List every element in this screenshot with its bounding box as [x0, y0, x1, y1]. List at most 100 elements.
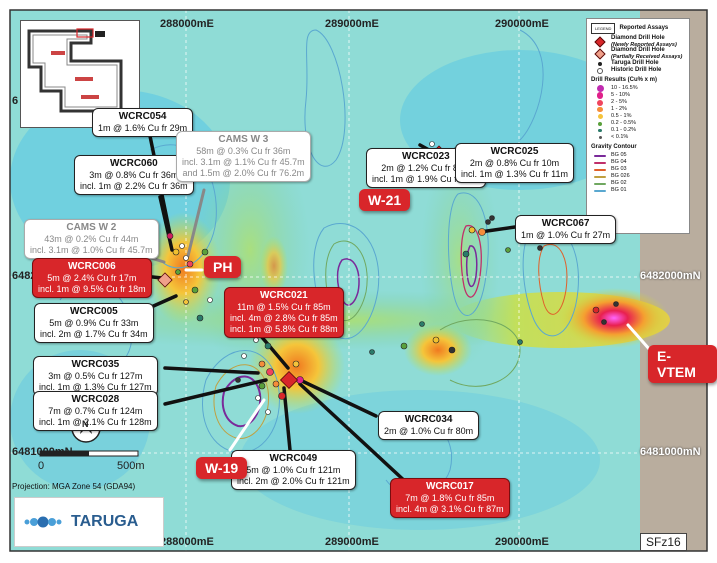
- logo-wordmark: TARUGA: [71, 513, 139, 530]
- callout-wcrc049: WCRC049 5m @ 1.0% Cu fr 121m incl. 2m @ …: [231, 450, 356, 490]
- target-tag-evtem: E-VTEM: [648, 345, 717, 383]
- legend-result-row: 5 - 10%: [593, 92, 689, 99]
- callout-line: incl. 1m @ 1.3% Cu fr 127m: [39, 382, 152, 392]
- legend-result-label: 1 - 2%: [611, 106, 627, 112]
- legend-taruga-hole: Taruga Drill Hole: [611, 60, 659, 66]
- callout-line: 7m @ 0.7% Cu fr 124m: [48, 406, 143, 416]
- scale-bar-icon: [39, 450, 139, 457]
- result-dot-icon: [596, 85, 604, 92]
- callout-line: incl. 3.1m @ 1.0% Cu fr 45.7m: [30, 245, 153, 255]
- callout-line: incl. 3.1m @ 1.1% Cu fr 45.7m: [182, 157, 305, 167]
- result-dot-icon: [598, 121, 602, 126]
- callout-title: WCRC023: [401, 151, 450, 162]
- callout-line: incl. 1m @ 1.3% Cu fr 11m: [461, 169, 569, 179]
- logo-dots-icon: [24, 516, 62, 528]
- callout-wcrc028: WCRC028 7m @ 0.7% Cu fr 124m incl. 1m @ …: [33, 391, 158, 431]
- legend-result-row: 0.5 - 1%: [593, 113, 689, 120]
- scale-max: 500m: [117, 460, 145, 472]
- callout-line: incl. 2m @ 2.0% Cu fr 121m: [237, 476, 350, 486]
- callout-title: WCRC028: [71, 394, 120, 405]
- legend-gravity-row: BG 05: [593, 152, 689, 159]
- inset-outline-icon: [21, 21, 139, 127]
- legend-box-title: LEGEND: [591, 23, 616, 34]
- callout-line: incl. 2m @ 1.7% Cu fr 34m: [40, 329, 148, 339]
- callout-line: 2m @ 0.8% Cu fr 10m: [469, 158, 560, 168]
- callout-title: WCRC034: [404, 414, 453, 425]
- projection-note: Projection: MGA Zone 54 (GDA94): [12, 482, 136, 491]
- grid-label-left-6481: 6481000mN: [12, 446, 73, 458]
- callout-cams-w3: CAMS W 3 58m @ 0.3% Cu fr 36m incl. 3.1m…: [176, 131, 311, 182]
- north-label: N: [82, 419, 89, 429]
- callout-title: WCRC054: [118, 111, 167, 122]
- legend-result-label: 2 - 5%: [611, 99, 627, 105]
- grid-label-top-289: 289000mE: [325, 18, 379, 30]
- callout-line: 1m @ 1.6% Cu fr 29m: [98, 123, 188, 133]
- target-tag-ph: PH: [204, 256, 242, 278]
- grid-label-right-6482: 6482000mN: [640, 270, 701, 282]
- legend-gravity-title: Gravity Contour: [591, 144, 637, 150]
- callout-title: WCRC006: [67, 261, 116, 272]
- result-dot-icon: [596, 92, 604, 99]
- legend-gravity-row: BG 026: [593, 173, 689, 180]
- result-dot-icon: [597, 106, 603, 113]
- legend-diamond-partial: Diamond Drill Hole: [611, 47, 665, 53]
- contour-line-icon: [594, 189, 606, 192]
- contour-line-icon: [594, 154, 606, 157]
- legend-gravity-label: BG 03: [611, 166, 627, 172]
- grid-label-top-288: 288000mE: [160, 18, 214, 30]
- callout-title: CAMS W 3: [218, 134, 269, 145]
- callout-cams-w2: CAMS W 2 43m @ 0.2% Cu fr 44m incl. 3.1m…: [24, 219, 159, 259]
- callout-line: 5m @ 0.9% Cu fr 33m: [49, 318, 139, 328]
- legend-results-title: Drill Results (Cu% x m): [591, 77, 658, 83]
- diamond-new-icon: [594, 36, 606, 48]
- callout-title: WCRC060: [109, 158, 158, 169]
- callout-line: 43m @ 0.2% Cu fr 44m: [44, 234, 139, 244]
- legend-result-label: < 0.1%: [611, 134, 629, 140]
- result-dot-icon: [598, 128, 602, 133]
- callout-title: WCRC049: [269, 453, 318, 464]
- contour-line-icon: [594, 161, 606, 164]
- target-tag-w19: W-19: [196, 457, 248, 479]
- callout-title: WCRC021: [259, 290, 308, 301]
- callout-wcrc021: WCRC021 11m @ 1.5% Cu fr 85m incl. 4m @ …: [224, 287, 344, 338]
- callout-wcrc006: WCRC006 5m @ 2.4% Cu fr 17m incl. 1m @ 9…: [32, 258, 152, 298]
- callout-title: WCRC025: [490, 146, 539, 157]
- legend-result-label: 5 - 10%: [611, 92, 630, 98]
- callout-wcrc067: WCRC067 1m @ 1.0% Cu fr 27m: [515, 215, 617, 244]
- diamond-partial-icon: [594, 48, 606, 60]
- callout-line: incl. 1m @ 5.8% Cu fr 88m: [230, 324, 338, 334]
- callout-line: incl. 1m @ 9.5% Cu fr 18m: [38, 284, 146, 294]
- grid-label-bottom-289: 289000mE: [325, 536, 379, 548]
- legend-result-row: 0.1 - 0.2%: [593, 127, 689, 134]
- callout-wcrc035: WCRC035 3m @ 0.5% Cu fr 127m incl. 1m @ …: [33, 356, 158, 396]
- legend-result-row: 10 - 16.5%: [593, 85, 689, 92]
- contour-line-icon: [594, 168, 606, 171]
- callout-title: CAMS W 2: [66, 222, 117, 233]
- result-dot-icon: [597, 114, 603, 119]
- callout-title: WCRC035: [71, 359, 120, 370]
- sheet-code: SFz16: [640, 533, 687, 551]
- company-logo: TARUGA: [14, 497, 164, 547]
- legend-result-row: < 0.1%: [593, 134, 689, 141]
- legend-result-row: 1 - 2%: [593, 106, 689, 113]
- legend-diamond-new-sub: (Newly Reported Assays): [611, 42, 677, 48]
- callout-line: 7m @ 1.8% Cu fr 85m: [405, 493, 495, 503]
- callout-title: WCRC005: [69, 306, 118, 317]
- legend-diamond-partial-sub: (Partially Received Assays): [611, 54, 683, 60]
- callout-line: 3m @ 0.5% Cu fr 127m: [48, 371, 143, 381]
- callout-line: 3m @ 0.8% Cu fr 36m: [89, 170, 179, 180]
- callout-line: incl. 4m @ 2.8% Cu fr 85m: [230, 313, 338, 323]
- legend-gravity-row: BG 02: [593, 180, 689, 187]
- callout-wcrc060: WCRC060 3m @ 0.8% Cu fr 36m incl. 1m @ 2…: [74, 155, 194, 195]
- callout-wcrc017: WCRC017 7m @ 1.8% Cu fr 85m incl. 4m @ 3…: [390, 478, 510, 518]
- legend-result-label: 0.2 - 0.5%: [611, 120, 637, 126]
- callout-wcrc025: WCRC025 2m @ 0.8% Cu fr 10m incl. 1m @ 1…: [455, 143, 575, 183]
- historic-hole-icon: [597, 67, 603, 74]
- contour-line-icon: [594, 175, 606, 178]
- result-dot-icon: [597, 99, 603, 106]
- callout-line: 11m @ 1.5% Cu fr 85m: [237, 302, 331, 312]
- contour-line-icon: [594, 182, 606, 185]
- grid-label-top-290: 290000mE: [495, 18, 549, 30]
